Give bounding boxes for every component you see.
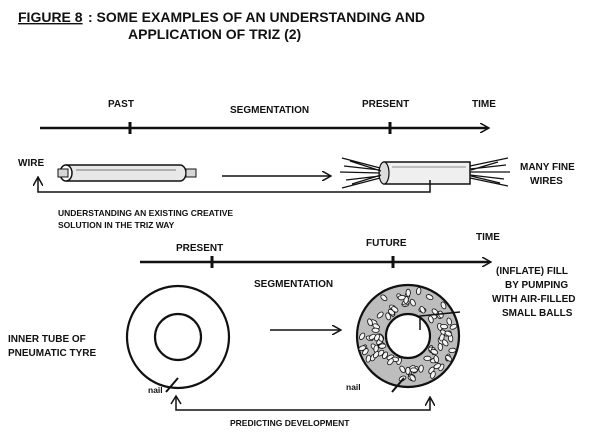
wire-drawing xyxy=(57,164,197,182)
air-ball xyxy=(437,342,443,351)
air-ball xyxy=(445,354,453,362)
upper-time-label: TIME xyxy=(472,99,496,110)
figure-title-line-2: APPLICATION OF TRIZ (2) xyxy=(128,26,301,42)
figure-title-label: FIGURE 8 xyxy=(18,9,83,25)
lower-timeline xyxy=(140,256,490,268)
fill-label-1: (INFLATE) FILL xyxy=(496,266,568,277)
air-ball xyxy=(382,351,388,360)
upper-caption-line-2: SOLUTION IN THE TRIZ WAY xyxy=(58,220,175,230)
figure-title-line-1: : SOME EXAMPLES OF AN UNDERSTANDING AND xyxy=(88,9,425,25)
air-ball xyxy=(405,288,411,297)
filled-tube-drawing xyxy=(355,283,461,393)
air-filled-balls xyxy=(358,287,458,382)
air-ball xyxy=(376,311,384,319)
air-ball xyxy=(439,333,445,342)
air-ball xyxy=(441,339,449,347)
air-ball xyxy=(409,298,416,307)
air-ball xyxy=(391,306,399,313)
lower-feedback-arrow xyxy=(170,394,430,411)
inner-tube-drawing xyxy=(125,284,231,393)
air-ball xyxy=(428,315,434,324)
inner-tube-label-2: PNEUMATIC TYRE xyxy=(8,348,96,359)
air-ball xyxy=(362,348,369,356)
air-ball xyxy=(405,366,411,375)
left-nail-label: nail xyxy=(148,385,163,395)
air-ball xyxy=(425,294,434,301)
air-ball xyxy=(409,374,416,382)
upper-caption-line-1: UNDERSTANDING AN EXISTING CREATIVE xyxy=(58,208,233,218)
air-ball xyxy=(378,343,387,349)
air-ball xyxy=(387,358,394,366)
air-ball xyxy=(444,330,453,337)
air-ball xyxy=(367,318,373,327)
air-ball xyxy=(430,371,436,379)
air-ball xyxy=(418,364,424,373)
right-nail-mark xyxy=(391,377,405,393)
upper-past-label: PAST xyxy=(108,99,134,110)
lower-future-label: FUTURE xyxy=(366,238,407,249)
lower-caption: PREDICTING DEVELOPMENT xyxy=(230,418,350,428)
air-ball xyxy=(433,363,442,370)
air-ball xyxy=(430,348,439,355)
left-nail-mark xyxy=(165,377,179,393)
air-ball xyxy=(372,351,380,359)
air-ball xyxy=(448,347,457,354)
air-ball xyxy=(423,355,432,361)
fill-label-3: WITH AIR-FILLED xyxy=(492,294,576,305)
fill-pointer-line xyxy=(419,311,461,330)
air-ball xyxy=(416,287,422,296)
air-ball xyxy=(419,306,426,314)
air-ball xyxy=(385,312,391,321)
inner-tube-label-1: INNER TUBE OF xyxy=(8,334,86,345)
air-ball xyxy=(440,323,449,330)
air-ball xyxy=(409,367,418,373)
air-ball xyxy=(371,327,380,333)
air-ball xyxy=(449,323,458,330)
upper-feedback-arrow xyxy=(38,178,431,193)
fill-label-4: SMALL BALLS xyxy=(502,308,573,319)
lower-present-label: PRESENT xyxy=(176,243,223,254)
many-fine-wires-drawing xyxy=(339,157,510,189)
wire-label: WIRE xyxy=(18,158,44,169)
air-ball xyxy=(399,365,406,373)
air-ball xyxy=(433,355,440,364)
fill-label-2: BY PUMPING xyxy=(505,280,568,291)
air-ball xyxy=(365,354,372,363)
right-nail-label: nail xyxy=(346,382,361,392)
lower-time-label: TIME xyxy=(476,232,500,243)
air-ball xyxy=(397,294,406,301)
many-fine-wires-label-2: WIRES xyxy=(530,176,563,187)
upper-timeline xyxy=(40,122,488,134)
lower-segmentation-label: SEGMENTATION xyxy=(254,279,333,290)
air-ball xyxy=(374,333,380,342)
air-ball xyxy=(446,317,452,326)
upper-present-label: PRESENT xyxy=(362,99,409,110)
air-ball xyxy=(359,332,366,340)
upper-segmentation-label: SEGMENTATION xyxy=(230,105,309,116)
air-ball xyxy=(440,301,447,310)
air-ball xyxy=(380,294,388,302)
many-fine-wires-label-1: MANY FINE xyxy=(520,162,575,173)
